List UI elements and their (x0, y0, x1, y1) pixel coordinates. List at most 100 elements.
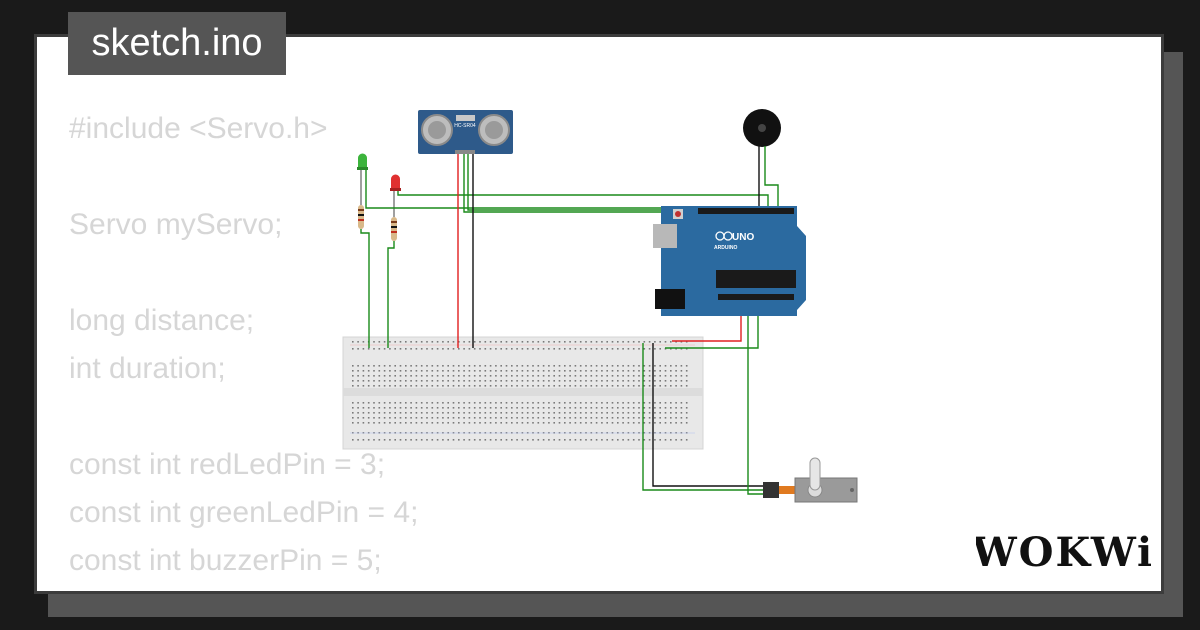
breadboard-hole (426, 402, 428, 404)
breadboard-hole (548, 380, 550, 382)
breadboard-hole (426, 407, 428, 409)
breadboard-hole (537, 375, 540, 377)
breadboard-hole (638, 402, 640, 404)
breadboard-hole (489, 407, 492, 409)
preview-card[interactable]: #include <Servo.h>Servo myServo;long dis… (34, 34, 1164, 594)
breadboard-hole (585, 365, 587, 367)
breadboard-hole (611, 341, 614, 343)
breadboard-hole (479, 412, 481, 414)
servo-motor[interactable] (763, 457, 858, 503)
buzzer[interactable] (743, 109, 781, 147)
breadboard-hole (410, 380, 412, 382)
breadboard-hole (579, 417, 582, 419)
breadboard-hole (452, 341, 455, 343)
breadboard-hole (648, 380, 651, 382)
breadboard-hole (500, 402, 502, 404)
resistor-red[interactable] (391, 217, 397, 241)
breadboard-hole (447, 348, 449, 350)
breadboard-hole (627, 439, 630, 441)
breadboard-hole (585, 402, 587, 404)
breadboard-hole (627, 417, 630, 419)
breadboard-hole (479, 375, 481, 377)
breadboard-hole (622, 385, 624, 387)
breadboard-hole (537, 341, 540, 343)
breadboard-hole (627, 348, 630, 350)
breadboard-hole (601, 402, 603, 404)
breadboard-hole (373, 370, 375, 372)
breadboard-hole (648, 370, 651, 372)
breadboard-hole (585, 348, 587, 350)
breadboard-hole (426, 370, 428, 372)
ultrasonic-label: HC-SR04 (454, 123, 476, 129)
breadboard-hole (367, 417, 370, 419)
breadboard[interactable] (342, 336, 704, 450)
breadboard-hole (542, 417, 545, 419)
breadboard-hole (632, 348, 635, 350)
breadboard-hole (399, 375, 402, 377)
breadboard-hole (606, 417, 608, 419)
breadboard-hole (659, 370, 661, 372)
breadboard-hole (564, 439, 566, 441)
breadboard-hole (431, 417, 434, 419)
breadboard-hole (542, 407, 545, 409)
breadboard-hole (670, 370, 672, 372)
breadboard-hole (526, 341, 529, 343)
breadboard-hole (378, 380, 381, 382)
breadboard-hole (542, 412, 545, 414)
breadboard-hole (484, 417, 487, 419)
breadboard-hole (532, 380, 534, 382)
breadboard-hole (436, 348, 439, 350)
breadboard-hole (426, 341, 428, 343)
breadboard-hole (505, 402, 508, 404)
ultrasonic-sensor[interactable]: HC-SR04 (418, 110, 513, 154)
breadboard-hole (617, 348, 619, 350)
breadboard-hole (659, 417, 661, 419)
resistor-green[interactable] (358, 205, 364, 229)
code-line: const int buzzerPin = 5; (69, 544, 382, 577)
breadboard-hole (367, 402, 370, 404)
breadboard-hole (601, 370, 603, 372)
breadboard-hole (569, 402, 571, 404)
breadboard-hole (352, 341, 354, 343)
breadboard-hole (643, 385, 646, 387)
breadboard-hole (495, 375, 497, 377)
breadboard-hole (452, 412, 455, 414)
breadboard-hole (611, 439, 614, 441)
breadboard-hole (622, 375, 624, 377)
breadboard-hole (553, 412, 555, 414)
breadboard-hole (685, 365, 688, 367)
breadboard-hole (378, 341, 381, 343)
breadboard-hole (648, 341, 651, 343)
breadboard-hole (595, 380, 598, 382)
green-led[interactable] (357, 153, 368, 171)
breadboard-hole (447, 422, 449, 424)
breadboard-hole (632, 365, 635, 367)
breadboard-hole (521, 348, 524, 350)
breadboard-hole (670, 365, 672, 367)
breadboard-hole (622, 370, 624, 372)
breadboard-hole (415, 365, 418, 367)
breadboard-hole (415, 370, 418, 372)
breadboard-hole (685, 422, 688, 424)
breadboard-hole (564, 341, 566, 343)
breadboard-hole (579, 439, 582, 441)
breadboard-hole (442, 412, 444, 414)
breadboard-hole (553, 407, 555, 409)
breadboard-hole (473, 417, 476, 419)
breadboard-hole (548, 348, 550, 350)
breadboard-hole (484, 412, 487, 414)
breadboard-hole (468, 422, 471, 424)
breadboard-hole (638, 365, 640, 367)
breadboard-hole (511, 341, 513, 343)
breadboard-hole (405, 422, 407, 424)
red-led[interactable] (390, 174, 401, 192)
breadboard-hole (574, 375, 577, 377)
breadboard-hole (579, 407, 582, 409)
arduino-uno[interactable]: UNO ARDUINO (653, 206, 806, 316)
breadboard-hole (373, 365, 375, 367)
breadboard-hole (357, 439, 359, 441)
breadboard-hole (442, 348, 444, 350)
breadboard-hole (484, 348, 487, 350)
breadboard-hole (537, 417, 540, 419)
